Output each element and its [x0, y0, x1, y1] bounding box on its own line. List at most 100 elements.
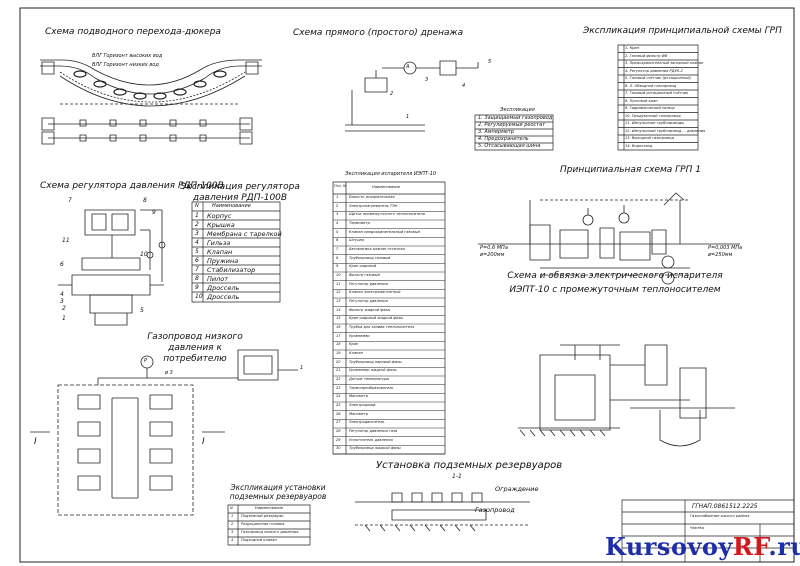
- regulator-callout: 8: [143, 197, 147, 204]
- regulator-row-name: Стабилизатор: [207, 266, 256, 274]
- regulator-row-num: 3: [195, 230, 199, 237]
- ievap-row-name: Щиток промежуточного теплоносителя: [349, 212, 425, 217]
- regulator-row-num: 10: [195, 293, 203, 300]
- ievap-row-name: Ёмкость испарительная: [349, 195, 395, 199]
- underwater-title: Схема подводного перехода-дюкера: [45, 27, 221, 37]
- ievap-row-num: 13: [336, 299, 341, 303]
- regulator-callout: 1: [62, 315, 66, 322]
- drainage-legend-row: 5. Отсасывающая шина: [478, 143, 541, 149]
- drainage-legend-row: 1. Защищаемый газопровод: [478, 115, 553, 121]
- regulator-callout: 9: [152, 209, 156, 216]
- drainage-callout-4: 4: [462, 83, 466, 89]
- tanks-row-name: Газопровод низкого давления: [241, 530, 299, 534]
- ievap-row-num: 3: [336, 212, 339, 217]
- ievap-row-num: 30: [336, 446, 341, 451]
- grp-legend-row: 10. Продувочный газопровод: [625, 113, 681, 118]
- ievap-row-name: Электронагреватель ТЭН: [349, 203, 398, 208]
- ievap-row-num: 9: [336, 264, 339, 269]
- gas-pipe-label: Газопровод: [475, 506, 515, 514]
- ievap-row-num: 17: [336, 333, 341, 338]
- ievap-row-name: Кран шаровой жидкой фазы: [349, 316, 404, 321]
- guard-label: Ограждение: [495, 485, 539, 493]
- pressure-gauge-label: Р: [144, 358, 148, 364]
- ievap-row-name: Уплотнитель давления: [349, 437, 393, 442]
- regulator-row-name: Пилот: [207, 275, 229, 283]
- ievap-row-name: Манометр: [349, 394, 369, 399]
- grp-legend-row: 3. Предохранительный запорный клапан: [625, 61, 704, 65]
- ievap-row-num: 12: [336, 290, 341, 295]
- regulator-row-name: Дроссель: [207, 293, 240, 301]
- grp-legend-row: 14. Водоотвод: [625, 143, 653, 148]
- stamp-code: ГГНАП.0861512.2225: [692, 503, 758, 510]
- grp-legend-row: 4. Регулятор давления РДУК-2: [625, 68, 683, 73]
- drainage-legend-row: 2. Регулируемый реостат: [478, 122, 546, 128]
- watermark-main: Kursovoy: [605, 532, 733, 561]
- grp-legend-box: [618, 45, 698, 150]
- tanks-row-name: Подходной клапан: [241, 538, 277, 542]
- regulator-row-num: 2: [195, 221, 199, 228]
- regulator-row-name: Гильза: [207, 239, 231, 247]
- ievap-row-num: 18: [336, 342, 341, 347]
- tanks-expl-title: Экспликация установки подземных резервуа…: [229, 483, 327, 501]
- ievap-row-name: Уровнемер: [349, 333, 370, 338]
- ievap-row-name: Клапан электромагнитный: [349, 290, 401, 295]
- ievap-row-name: Фильтр жидкой фазы: [349, 307, 391, 312]
- ievap-row-num: 23: [336, 385, 341, 390]
- drainage-callout-5: 5: [488, 59, 492, 65]
- ievap-row-name: Трубка для залива теплоносителя: [349, 325, 415, 329]
- ievap-row-name: Регулятор давления: [349, 299, 388, 303]
- watermark-accent: RF: [732, 532, 769, 561]
- regulator-callout: 7: [68, 197, 72, 204]
- grp-legend-row: 11. Импульсные трубопроводы: [625, 121, 685, 125]
- ievap-row-name: Клапан предохранительный газовый: [349, 229, 420, 234]
- tanks-table-grid: [228, 505, 310, 545]
- drainage-meter-label: A: [406, 64, 410, 70]
- evaporator-drawing: [518, 345, 735, 446]
- ievap-row-num: 4: [336, 221, 339, 225]
- tanks-row-name: Редукционная головка: [241, 522, 285, 526]
- regulator-callout: 6: [60, 261, 64, 268]
- grp-outlet-label: Р=0,003 МПа: [708, 245, 743, 251]
- drainage-callout-2: 2: [390, 91, 394, 97]
- regulator-row-name: Клапан: [207, 248, 233, 256]
- ievap-row-lines: [333, 203, 445, 454]
- tanks-plan-drawing: [30, 350, 298, 515]
- drainage-legend-row: 3. Амперметр: [478, 129, 515, 135]
- tanks-header-name: Наименование: [255, 506, 283, 510]
- ievap-row-name: Трубопровод газовый: [349, 255, 391, 260]
- ievap-row-num: 27: [336, 420, 341, 425]
- tanks-row-num: 3: [231, 530, 234, 534]
- ievap-row-num: 20: [336, 359, 341, 364]
- ievap-row-num: 8: [336, 255, 339, 260]
- ievap-row-num: 10: [336, 273, 341, 277]
- tanks-header-n: N: [230, 506, 233, 510]
- regulator-row-num: 5: [195, 248, 199, 255]
- ievap-header-name: Наименование: [372, 185, 400, 189]
- ievap-row-name: Трубопровод жидкой фазы: [349, 446, 401, 451]
- regulator-header-n: N: [195, 203, 199, 209]
- evaporator-title: Схема и обвязка электрического испарител…: [507, 271, 723, 295]
- regulator-row-name: Дроссель: [207, 284, 240, 292]
- grp-legend-row: 7. Газовый ротационный счётчик: [625, 91, 689, 95]
- grp-legend-row: 6. Л. Обводной газопровод: [625, 83, 677, 88]
- ievap-expl-title: Экспликация испарителя ИЭПТ-10: [345, 171, 437, 177]
- ievap-row-name: Электродвигатель: [349, 420, 385, 425]
- grp-scheme-drawing: [478, 193, 740, 284]
- ievap-row-name: Термометр: [349, 221, 370, 225]
- watermark-logo: KursovoyRF.ru: [605, 532, 800, 561]
- title-block: [622, 500, 794, 562]
- ievap-row-num: 11: [336, 281, 341, 286]
- ievap-row-name: Фильтр газовый: [349, 273, 380, 277]
- underwater-bottom-label: ВЛГ Горизонт низких вод: [92, 62, 159, 68]
- grp-legend-row: 8. Пусковой кран: [625, 98, 658, 103]
- regulator-table-grid: [192, 202, 280, 302]
- drainage-callout-3: 3: [425, 77, 429, 83]
- ievap-row-name: Регулятор давления газа: [349, 429, 398, 433]
- ievap-row-name: Автоматика клапан отсечная: [349, 247, 405, 251]
- grp-legend-row: 1. Кран: [625, 46, 639, 50]
- ievap-row-num: 2: [336, 203, 339, 208]
- grp-legend-row: 5. Газовый счётчик (ротационный): [625, 76, 691, 80]
- regulator-callout: 2: [62, 305, 66, 312]
